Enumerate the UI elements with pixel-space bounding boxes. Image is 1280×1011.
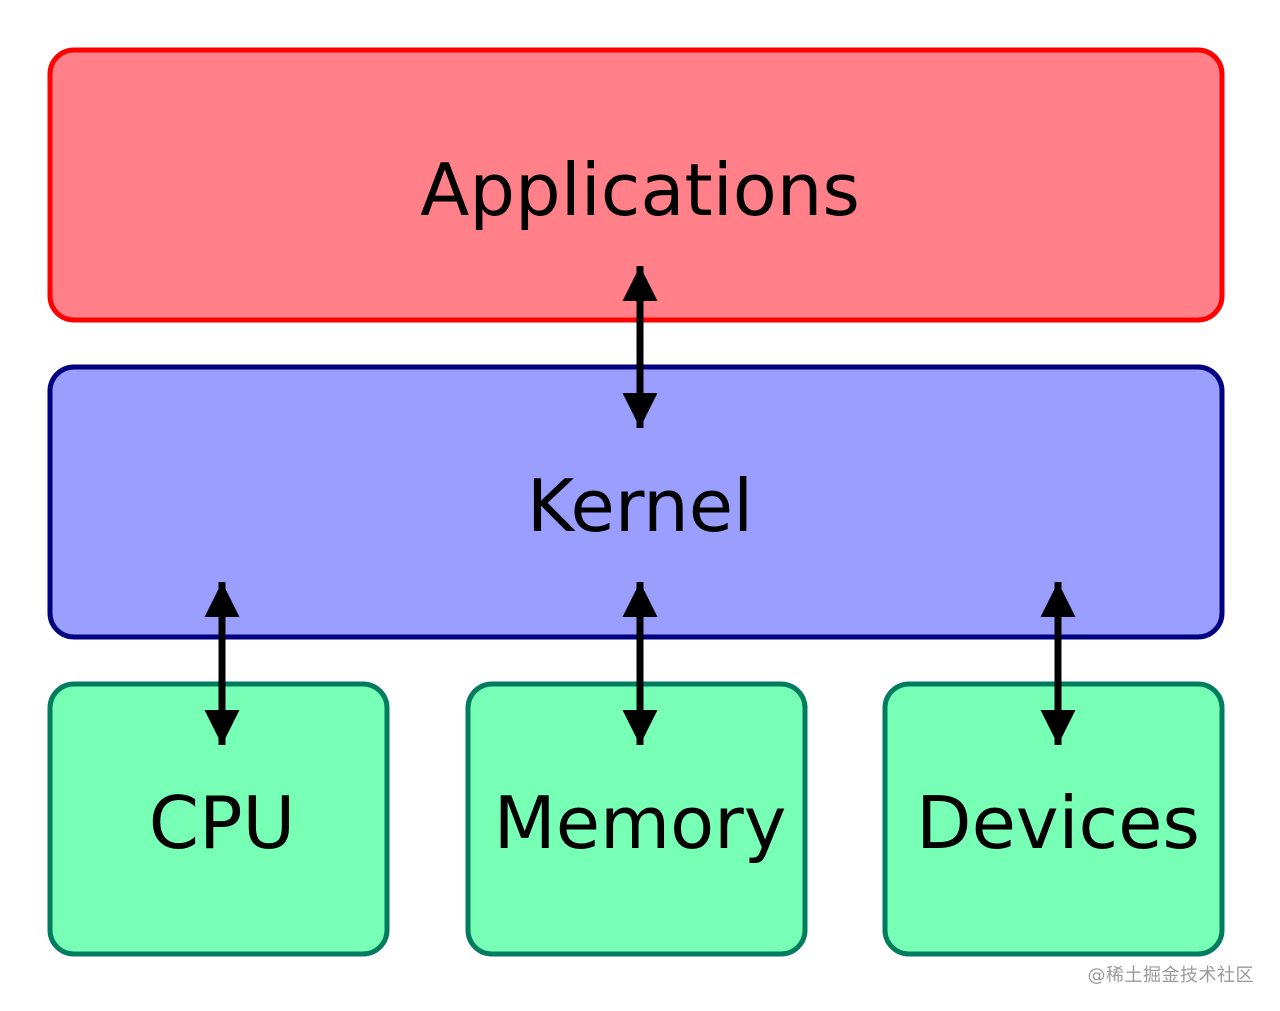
devices-label: Devices [916,781,1200,865]
watermark: @稀土掘金技术社区 [1087,965,1254,986]
kernel-label: Kernel [527,464,753,548]
cpu-label: CPU [149,781,295,865]
memory-label: Memory [494,781,787,865]
applications-label: Applications [420,148,860,232]
